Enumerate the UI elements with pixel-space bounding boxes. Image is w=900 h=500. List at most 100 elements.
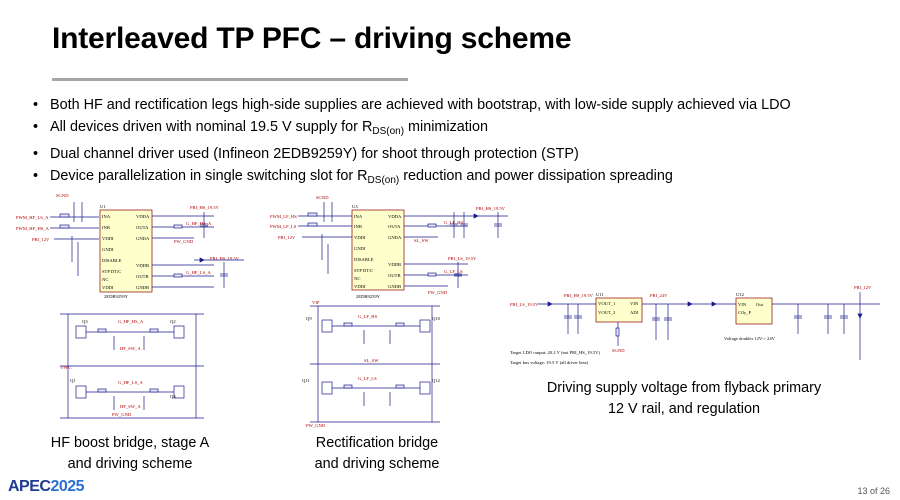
svg-text:G_LF_LS: G_LF_LS bbox=[444, 269, 463, 274]
svg-text:PW_GND: PW_GND bbox=[112, 412, 132, 417]
svg-text:Q4: Q4 bbox=[170, 394, 176, 399]
svg-text:PRI_HS_19.5V: PRI_HS_19.5V bbox=[190, 205, 220, 210]
svg-text:G_HF_HS_A: G_HF_HS_A bbox=[118, 319, 144, 324]
svg-text:VDDA: VDDA bbox=[136, 214, 150, 219]
svg-text:OUTA: OUTA bbox=[388, 224, 401, 229]
svg-text:INA: INA bbox=[102, 214, 111, 219]
svg-text:OUTB: OUTB bbox=[136, 274, 149, 279]
svg-text:Out: Out bbox=[756, 302, 764, 307]
svg-text:SGND: SGND bbox=[56, 193, 69, 198]
svg-text:PRI_HS_19.5V: PRI_HS_19.5V bbox=[564, 293, 594, 298]
svg-text:ADJ: ADJ bbox=[630, 310, 639, 315]
svg-text:NC: NC bbox=[102, 277, 108, 282]
svg-text:VIN: VIN bbox=[630, 301, 639, 306]
caption-hf-bridge: HF boost bridge, stage A and driving sch… bbox=[50, 435, 210, 472]
svg-text:VDDI: VDDI bbox=[102, 236, 114, 241]
svg-text:G_LF_HS: G_LF_HS bbox=[444, 220, 464, 225]
svg-text:Target bus voltage: 19.5 V (al: Target bus voltage: 19.5 V (all driver b… bbox=[510, 360, 588, 365]
bullet-item: All devices driven with nominal 19.5 V s… bbox=[30, 116, 791, 143]
svg-text:SGND: SGND bbox=[316, 195, 329, 200]
svg-text:NC: NC bbox=[354, 276, 360, 281]
svg-text:HF_SW_A: HF_SW_A bbox=[120, 346, 141, 351]
svg-text:VIP: VIP bbox=[312, 300, 320, 305]
rect-bridge-schematic: VIP Q9 Q10 Q11 Q12 G_LF_HS G_LF_LS SL_SW… bbox=[302, 300, 441, 428]
title-underline bbox=[52, 78, 408, 81]
svg-text:VOUT_2: VOUT_2 bbox=[598, 310, 616, 315]
svg-text:OUTA: OUTA bbox=[136, 225, 149, 230]
svg-text:U1: U1 bbox=[100, 204, 106, 209]
svg-text:VIN: VIN bbox=[738, 302, 747, 307]
caption-supply: Driving supply voltage from flyback prim… bbox=[546, 380, 822, 417]
rect-driver-schematic: SGND PWM_LF_HS PWM_LF_LS PRI_12V U3 INA … bbox=[270, 195, 508, 299]
svg-text:DISABLE: DISABLE bbox=[102, 258, 122, 263]
svg-text:PRI_HS_19.5V: PRI_HS_19.5V bbox=[476, 206, 506, 211]
svg-text:Voltage doubler 12V-> 24V: Voltage doubler 12V-> 24V bbox=[724, 336, 776, 341]
svg-text:PW_GND: PW_GND bbox=[306, 423, 326, 428]
svg-text:Q10: Q10 bbox=[432, 316, 441, 321]
svg-text:PRI_12V: PRI_12V bbox=[32, 237, 50, 242]
svg-text:PWM_LF_HS: PWM_LF_HS bbox=[270, 214, 297, 219]
svg-text:Target LDO output: 20.2 V (not: Target LDO output: 20.2 V (not PRI_HS_19… bbox=[510, 350, 600, 355]
svg-text:U3: U3 bbox=[352, 204, 358, 209]
svg-text:SGND: SGND bbox=[612, 348, 625, 353]
bullet-list: Both HF and rectification legs high-side… bbox=[30, 94, 791, 192]
svg-text:PWM_LF_LS: PWM_LF_LS bbox=[270, 224, 297, 229]
svg-text:PRI_12V: PRI_12V bbox=[278, 235, 296, 240]
svg-text:PRI_HS_19.5V: PRI_HS_19.5V bbox=[210, 256, 240, 261]
svg-text:VPFC: VPFC bbox=[60, 365, 72, 370]
svg-text:2EDB9259Y: 2EDB9259Y bbox=[104, 294, 129, 299]
caption-rect-bridge: Rectification bridge and driving scheme bbox=[314, 435, 440, 472]
hf-bridge-schematic: VPFC Q3 Q2 Q1 Q4 G_HF_HS_A G_HF_LS_A HF_… bbox=[60, 313, 204, 419]
svg-text:VDDA: VDDA bbox=[388, 214, 402, 219]
apec-logo: APEC2025 bbox=[8, 478, 85, 495]
svg-text:Cfly_P: Cfly_P bbox=[738, 310, 751, 315]
svg-text:Q12: Q12 bbox=[432, 378, 441, 383]
slide-title: Interleaved TP PFC – driving scheme bbox=[52, 22, 572, 55]
svg-text:VDDB: VDDB bbox=[136, 263, 149, 268]
hf-driver-schematic: SGND PWM_HF_LS_A PWM_HF_HS_A PRI_12V U1 … bbox=[16, 193, 244, 299]
svg-text:VDDB: VDDB bbox=[388, 262, 401, 267]
svg-text:G_LF_HS: G_LF_HS bbox=[358, 314, 378, 319]
supply-schematic: PRI_LS_19.5V PRI_HS_19.5V PRI_24V PRI_12… bbox=[510, 285, 880, 365]
bullet-item: Device parallelization in single switchi… bbox=[30, 165, 791, 192]
svg-text:OUTB: OUTB bbox=[388, 273, 401, 278]
svg-text:PWM_HF_HS_A: PWM_HF_HS_A bbox=[16, 226, 50, 231]
svg-text:PWM_HF_LS_A: PWM_HF_LS_A bbox=[16, 215, 49, 220]
svg-text:U12: U12 bbox=[736, 292, 745, 297]
svg-text:SL_SW: SL_SW bbox=[414, 238, 429, 243]
svg-text:INB: INB bbox=[102, 225, 110, 230]
svg-text:DISABLE: DISABLE bbox=[354, 257, 374, 262]
svg-text:Q3: Q3 bbox=[82, 319, 88, 324]
svg-text:GNDI: GNDI bbox=[354, 246, 366, 251]
svg-text:PW_GND: PW_GND bbox=[174, 239, 194, 244]
svg-text:PRI_24V: PRI_24V bbox=[650, 293, 668, 298]
svg-text:Q2: Q2 bbox=[170, 319, 176, 324]
page-number: 13 of 26 bbox=[857, 486, 890, 496]
svg-text:G_HF_LS_A: G_HF_LS_A bbox=[118, 380, 143, 385]
svg-text:SL_SW: SL_SW bbox=[364, 358, 379, 363]
svg-text:Q1: Q1 bbox=[70, 378, 76, 383]
svg-text:G_HF_LS_A: G_HF_LS_A bbox=[186, 270, 211, 275]
svg-text:U11: U11 bbox=[596, 292, 604, 297]
svg-text:GNDB: GNDB bbox=[388, 284, 401, 289]
svg-text:PRI_12V: PRI_12V bbox=[854, 285, 872, 290]
svg-text:2EDB9259Y: 2EDB9259Y bbox=[356, 294, 381, 299]
svg-text:VDDI: VDDI bbox=[354, 284, 366, 289]
svg-text:INA: INA bbox=[354, 214, 363, 219]
svg-text:PRI_LS_19.5V: PRI_LS_19.5V bbox=[448, 256, 477, 261]
svg-text:G_LF_LS: G_LF_LS bbox=[358, 376, 377, 381]
bullet-item: Both HF and rectification legs high-side… bbox=[30, 94, 791, 116]
svg-text:PW_GND: PW_GND bbox=[428, 290, 448, 295]
svg-text:Q11: Q11 bbox=[302, 378, 310, 383]
svg-text:VOUT_1: VOUT_1 bbox=[598, 301, 616, 306]
svg-text:Q9: Q9 bbox=[306, 316, 312, 321]
bullet-item: Dual channel driver used (Infineon 2EDB9… bbox=[30, 143, 791, 165]
svg-text:PRI_LS_19.5V: PRI_LS_19.5V bbox=[510, 302, 539, 307]
svg-text:GNDA: GNDA bbox=[388, 235, 402, 240]
svg-text:INB: INB bbox=[354, 224, 362, 229]
svg-text:G_HF_HS_A: G_HF_HS_A bbox=[186, 221, 212, 226]
svg-text:GNDI: GNDI bbox=[102, 247, 114, 252]
svg-text:STP DT/C: STP DT/C bbox=[354, 268, 373, 273]
svg-text:STP DT/C: STP DT/C bbox=[102, 269, 121, 274]
svg-text:GNDB: GNDB bbox=[136, 285, 149, 290]
